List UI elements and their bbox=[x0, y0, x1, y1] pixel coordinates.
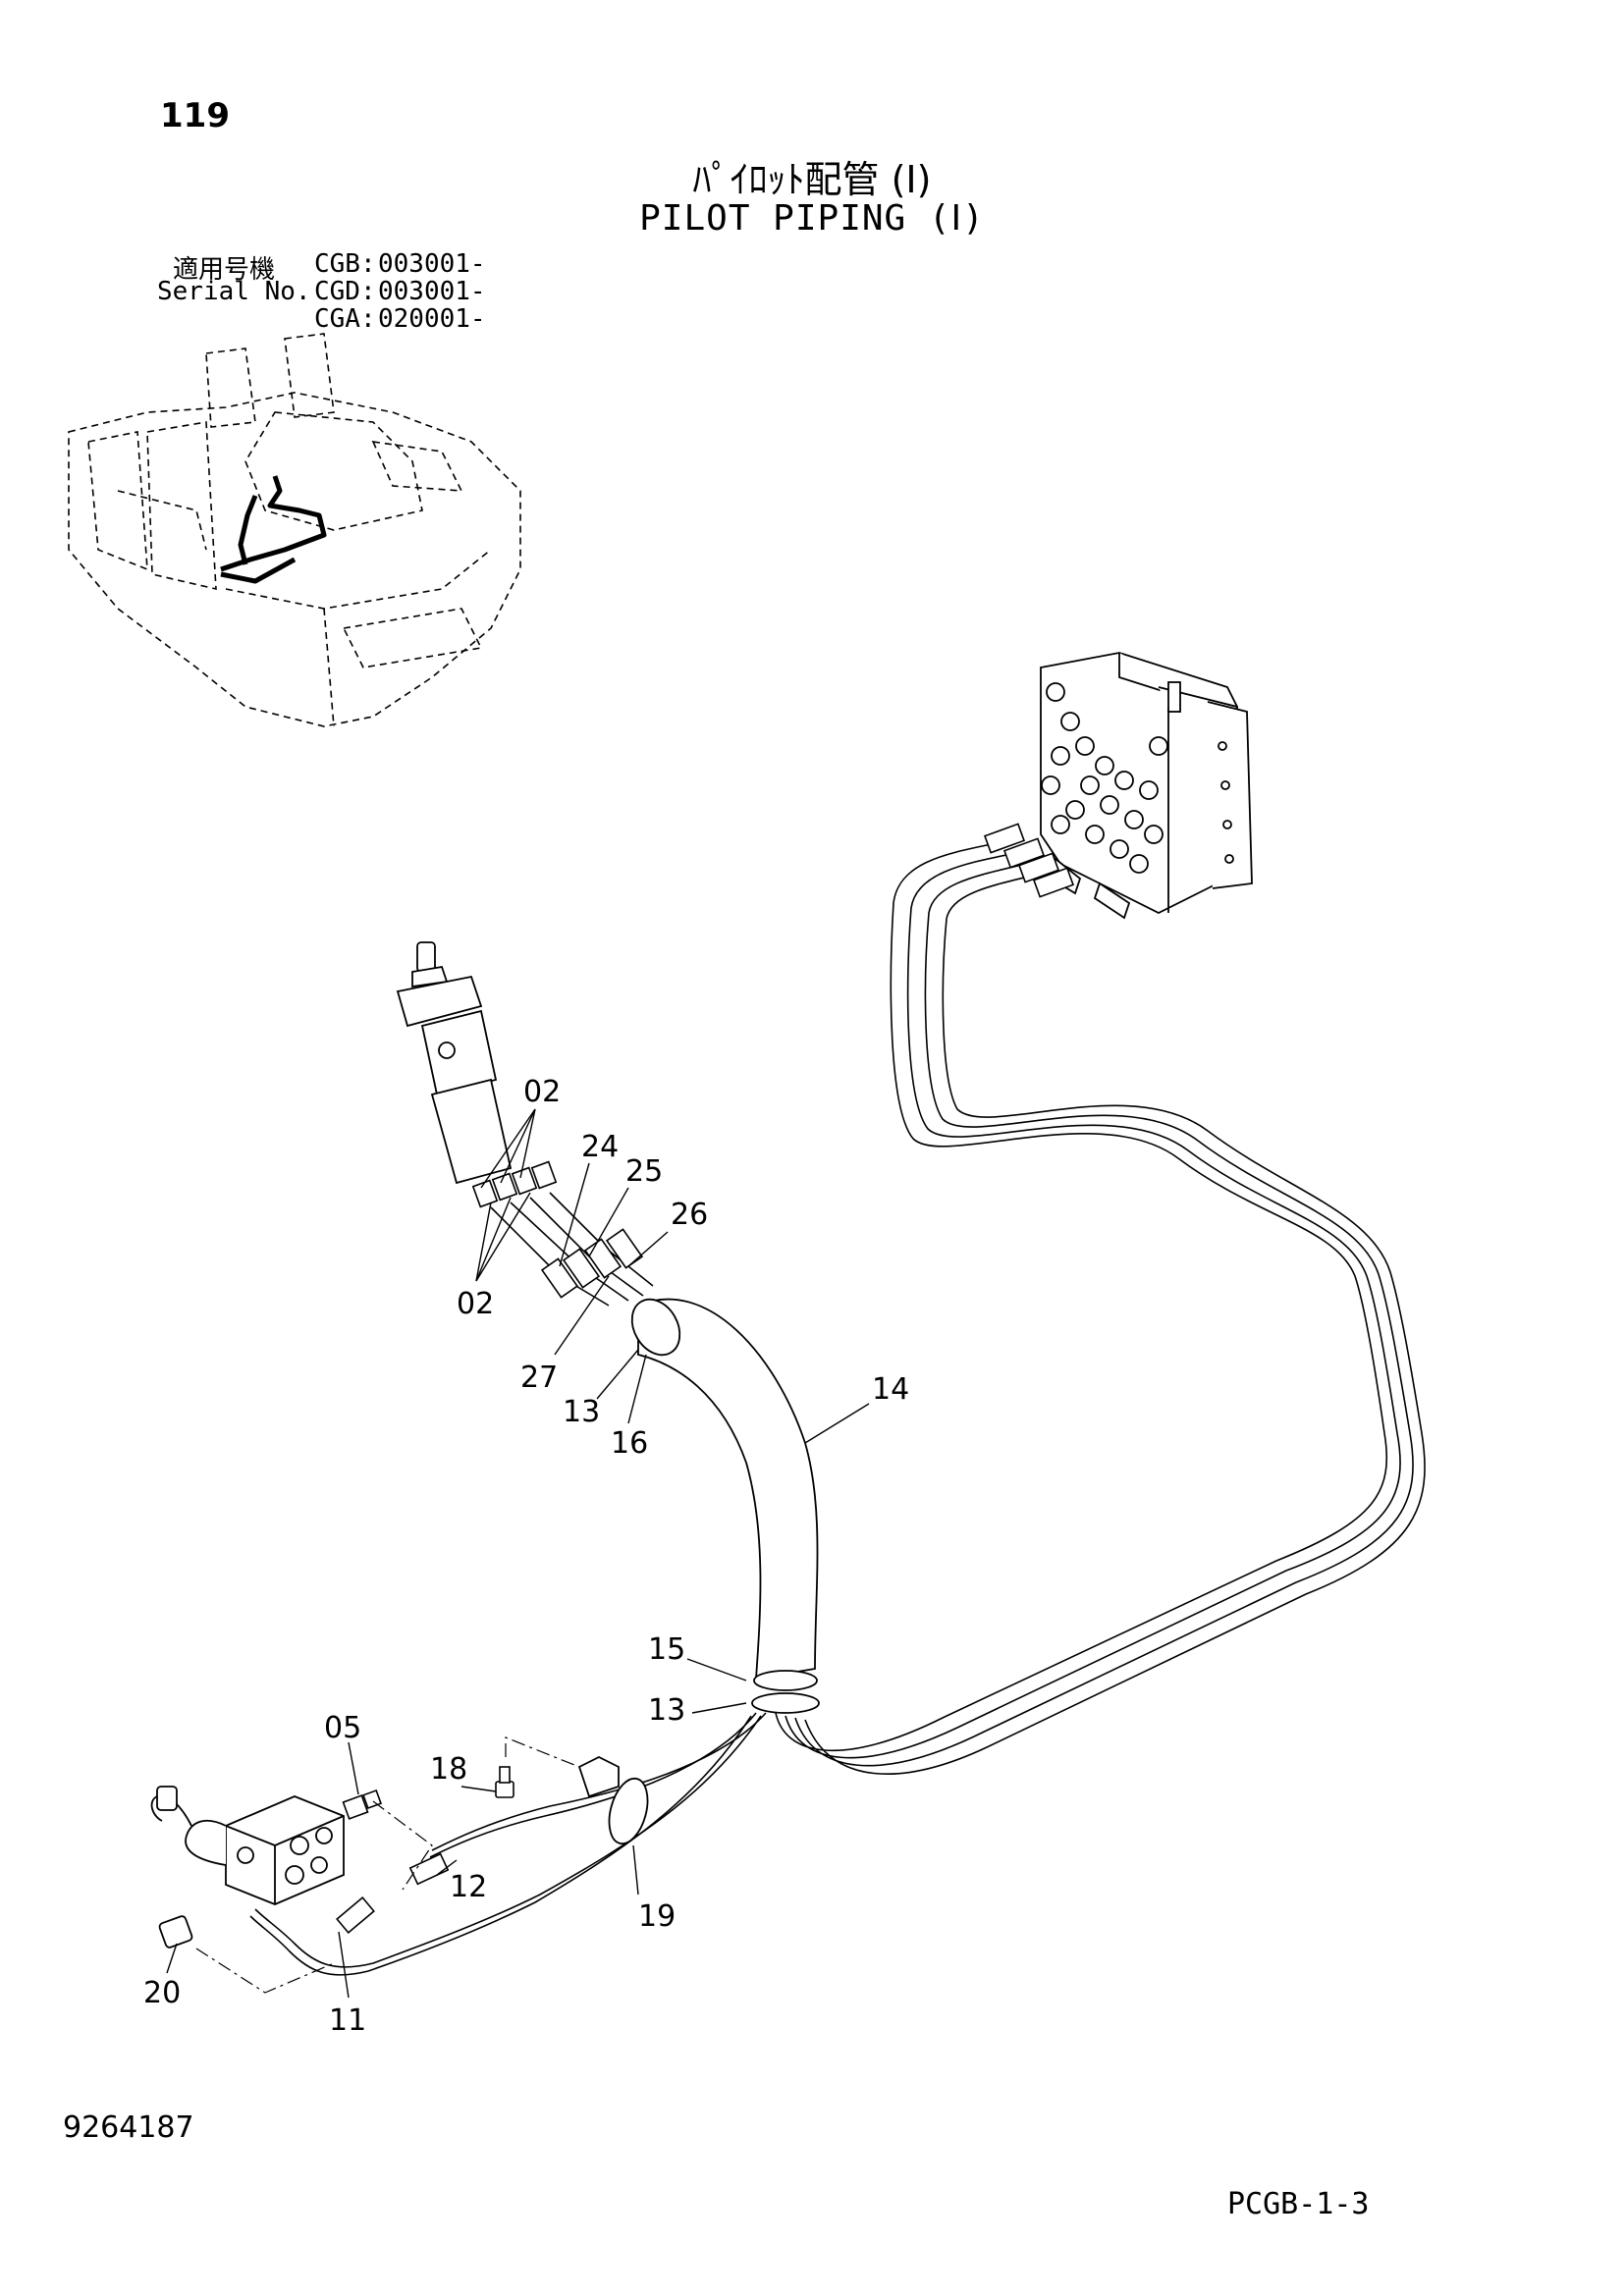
serial-model-cga: CGA: bbox=[314, 304, 376, 334]
pilot-piping-highlight bbox=[220, 475, 327, 584]
control-valve bbox=[1040, 652, 1253, 920]
title-japanese: ﾊﾟｲﾛｯﾄ配管 (Ⅰ) bbox=[692, 158, 932, 201]
serial-range-cga: 020001- bbox=[378, 304, 486, 334]
serial-label-ja: 適用号機 bbox=[173, 255, 276, 285]
callout-20: 20 bbox=[143, 1976, 181, 2010]
callout-16: 16 bbox=[611, 1426, 648, 1461]
callout-19: 19 bbox=[638, 1899, 676, 1934]
solenoid-valve bbox=[150, 1786, 345, 1949]
callout-24: 24 bbox=[581, 1130, 619, 1164]
callout-05: 05 bbox=[324, 1711, 361, 1745]
assembly-lines bbox=[195, 1736, 580, 1994]
callout-11: 11 bbox=[329, 2003, 366, 2038]
bolt bbox=[495, 1766, 514, 1798]
callout-12: 12 bbox=[450, 1870, 487, 1904]
serial-range-cgd: 003001- bbox=[378, 277, 486, 306]
callout-27: 27 bbox=[520, 1361, 558, 1395]
callout-13-upper: 13 bbox=[563, 1395, 600, 1429]
page-code: PCGB-1-3 bbox=[1227, 2187, 1370, 2221]
pilot-valve bbox=[396, 941, 513, 1185]
serial-model-cgd: CGD: bbox=[314, 277, 376, 306]
lower-hose-ends bbox=[336, 1852, 450, 1934]
serial-model-cgb: CGB: bbox=[314, 249, 376, 279]
machine-overview-inset bbox=[68, 333, 521, 727]
control-valve-hose-ends bbox=[983, 823, 1075, 898]
callout-02-upper: 02 bbox=[523, 1075, 561, 1109]
serial-label-en: Serial No. bbox=[157, 277, 311, 306]
document-number: 9264187 bbox=[63, 2110, 194, 2145]
callout-13-lower: 13 bbox=[648, 1693, 685, 1728]
callout-labels: 02 24 25 26 02 27 13 16 14 15 13 05 18 1… bbox=[143, 1075, 909, 2038]
protective-sleeve bbox=[630, 1298, 820, 1714]
callout-25: 25 bbox=[625, 1154, 663, 1189]
title-english: PILOT PIPING (Ⅰ) bbox=[639, 198, 985, 239]
clamp-band bbox=[577, 1755, 649, 1845]
callout-26: 26 bbox=[671, 1198, 708, 1232]
callout-14: 14 bbox=[872, 1372, 909, 1407]
callout-18: 18 bbox=[430, 1752, 467, 1787]
pilot-valve-fittings bbox=[471, 1160, 558, 1208]
callout-15: 15 bbox=[648, 1632, 685, 1667]
hose-fittings-upper bbox=[540, 1228, 644, 1299]
page-number: 119 bbox=[160, 96, 230, 135]
callout-02-lower: 02 bbox=[457, 1287, 494, 1321]
fitting bbox=[342, 1789, 382, 1820]
serial-range-cgb: 003001- bbox=[378, 249, 486, 279]
leader-lines bbox=[166, 1108, 870, 1999]
long-hose-run bbox=[775, 843, 1426, 1775]
lower-hoses bbox=[249, 1712, 767, 1976]
